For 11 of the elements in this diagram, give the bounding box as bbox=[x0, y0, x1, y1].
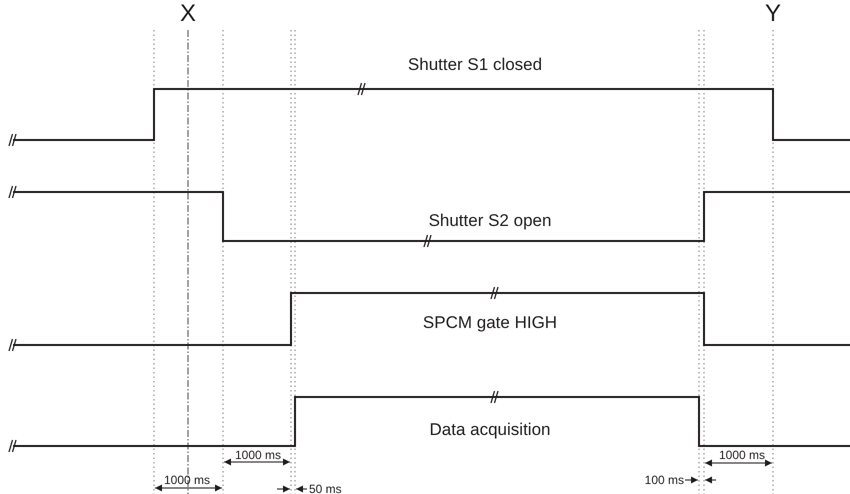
signal-label: Shutter S1 closed bbox=[408, 56, 542, 73]
dimension-label: 50 ms bbox=[309, 483, 342, 494]
signal-label: SPCM gate HIGH bbox=[422, 314, 558, 331]
signal-label: Shutter S2 open bbox=[428, 212, 552, 229]
dimension-label: 1000 ms bbox=[234, 449, 282, 461]
signal-label: Data acquisition bbox=[430, 421, 550, 438]
dimension-label: 1000 ms bbox=[718, 449, 766, 461]
dimension-label: 1000 ms bbox=[164, 474, 210, 486]
marker-label: Y bbox=[765, 2, 781, 26]
dimension-label: 100 ms bbox=[644, 474, 684, 486]
marker-label: X bbox=[180, 2, 196, 26]
